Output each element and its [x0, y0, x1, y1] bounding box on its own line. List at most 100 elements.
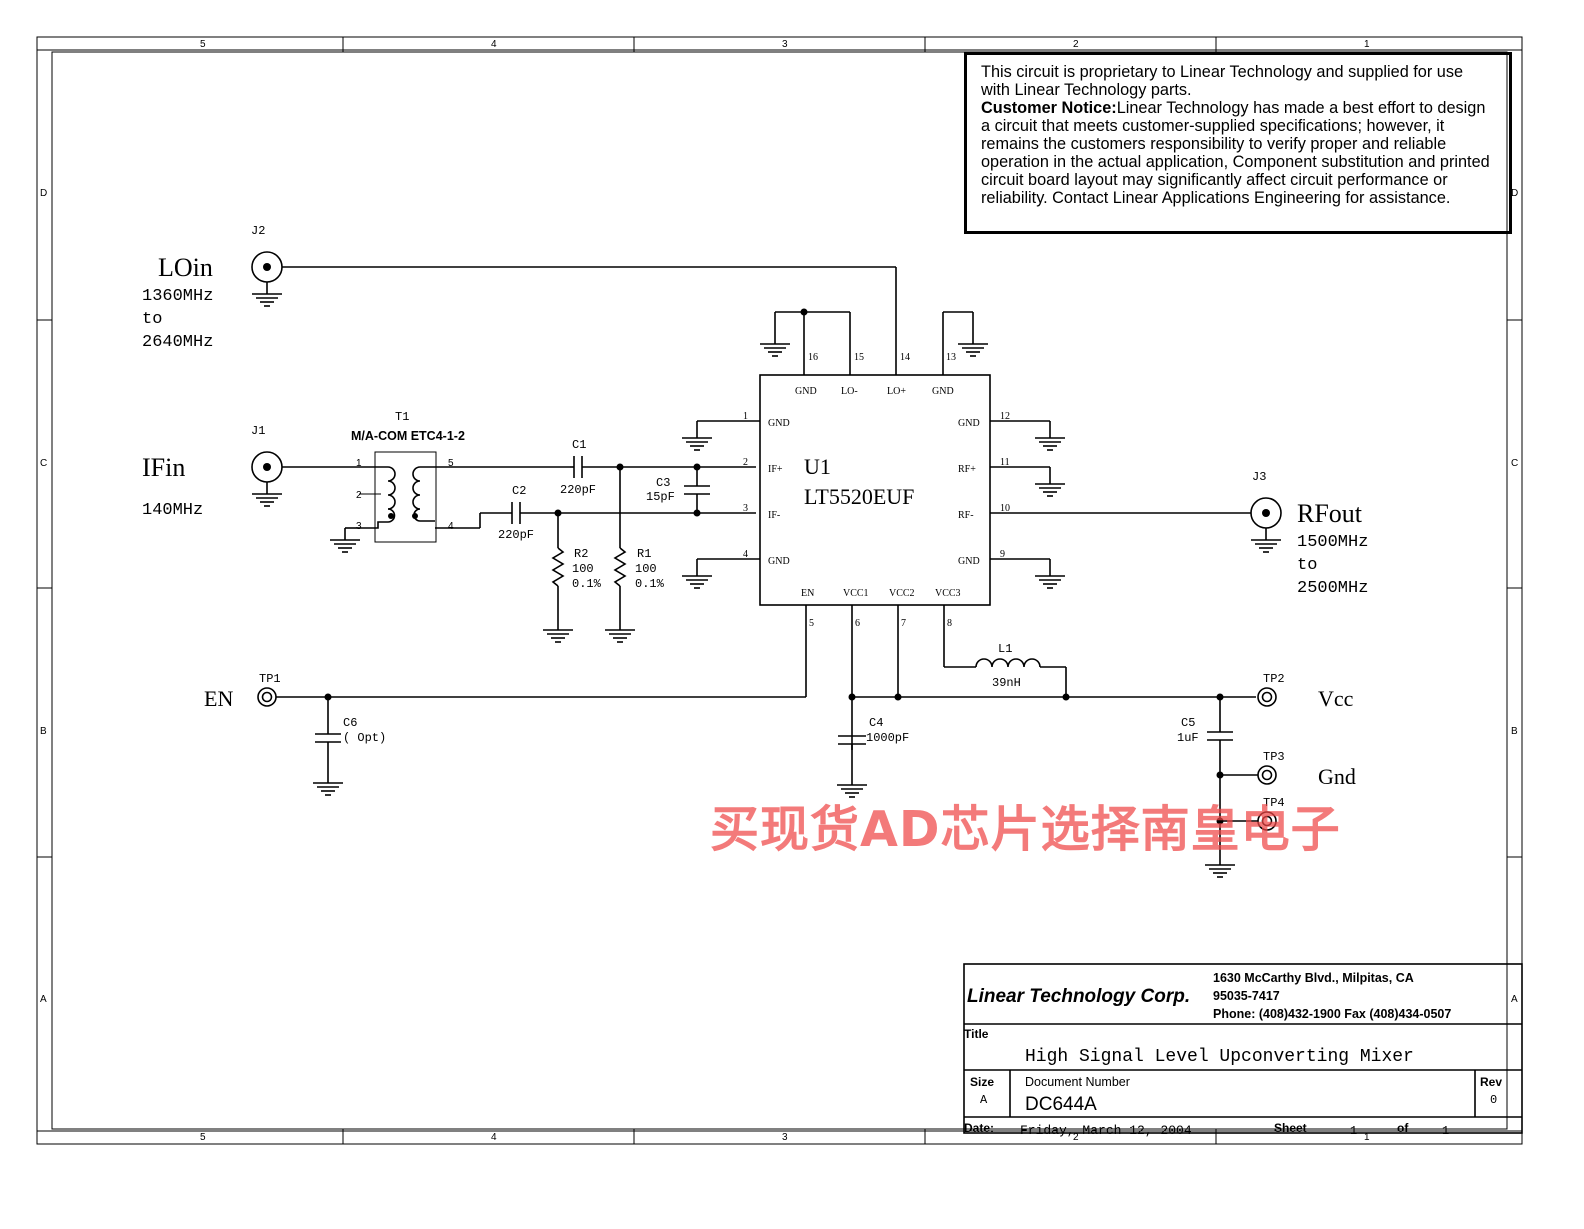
transformer-ref: T1 [395, 410, 409, 424]
rev-label: Rev [1480, 1075, 1502, 1089]
lo-connector-ref: J2 [251, 224, 265, 238]
ic-pin-name: LO- [841, 386, 858, 397]
company-name: Linear Technology Corp. [967, 986, 1190, 1007]
company-address: 1630 McCarthy Blvd., Milpitas, CA [1213, 971, 1414, 985]
c1-ref: C1 [572, 438, 586, 452]
ic-pin-name: GND [932, 386, 954, 397]
c5-value: 1uF [1177, 731, 1199, 745]
r1-ref: R1 [637, 547, 651, 561]
if-input-connector [251, 451, 378, 507]
rf-port-name: RFout [1297, 499, 1363, 528]
ic-pin-name: LO+ [887, 386, 906, 397]
lo-freq-to: to [142, 310, 162, 329]
l1-ref: L1 [998, 642, 1012, 656]
transformer-pin: 2 [356, 490, 362, 501]
sheet-total: 1 [1442, 1124, 1449, 1138]
document-number: DC644A [1025, 1094, 1097, 1115]
col-label: 1 [1364, 39, 1370, 50]
if-connector-ref: J1 [251, 424, 265, 438]
ic-pin-number: 16 [808, 352, 818, 363]
rf-freq-to: to [1297, 556, 1317, 575]
lo-freq-high: 2640MHz [142, 333, 213, 352]
row-label: C [1511, 458, 1518, 469]
col-label: 2 [1073, 1132, 1079, 1143]
row-label: B [40, 726, 47, 737]
vcc-net [836, 658, 1277, 878]
ic-pin-number: 15 [854, 352, 864, 363]
c2-ref: C2 [512, 484, 526, 498]
of-label: of [1397, 1121, 1409, 1135]
rev-value: 0 [1490, 1093, 1497, 1107]
company-zip: 95035-7417 [1213, 989, 1280, 1003]
col-label: 4 [491, 39, 497, 50]
r2-value: 100 [572, 562, 594, 576]
ic-pin-number: 4 [743, 549, 748, 560]
en-label: EN [204, 686, 233, 711]
r1-value: 100 [635, 562, 657, 576]
r1-tolerance: 0.1% [635, 577, 665, 591]
ic-pin-number: 3 [743, 503, 748, 514]
lo-port-name: LOin [158, 253, 213, 282]
size-value: A [980, 1093, 988, 1107]
capacitor-c1 [570, 456, 756, 478]
ic-pin-number: 2 [743, 457, 748, 468]
ic-pin-name: IF+ [768, 464, 783, 475]
l1-value: 39nH [992, 676, 1021, 690]
docnum-label: Document Number [1025, 1075, 1130, 1089]
vcc-label: Vcc [1318, 686, 1354, 711]
ic-pin-number: 14 [900, 352, 910, 363]
c4-value: 1000pF [866, 731, 909, 745]
ic-pin-number: 9 [1000, 549, 1005, 560]
title-label: Title [964, 1027, 989, 1041]
col-label: 2 [1073, 39, 1079, 50]
rf-freq-low: 1500MHz [1297, 533, 1368, 552]
col-label: 3 [782, 39, 788, 50]
customer-notice: This circuit is proprietary to Linear Te… [964, 52, 1512, 234]
ic-pin-name: RF- [958, 510, 974, 521]
ic-pin-number: 5 [809, 618, 814, 629]
tp2-ref: TP2 [1263, 672, 1285, 686]
row-label: B [1511, 726, 1518, 737]
tp3-ref: TP3 [1263, 750, 1285, 764]
capacitor-c2 [511, 502, 756, 524]
row-label: D [1511, 188, 1518, 199]
c3-value: 15pF [646, 490, 675, 504]
sheet-number: 1 [1350, 1124, 1357, 1138]
c1-value: 220pF [560, 483, 596, 497]
ic-ref: U1 [804, 454, 831, 479]
capacitor-c3 [684, 463, 710, 517]
date-label: Date: [964, 1121, 994, 1135]
col-label: 4 [491, 1132, 497, 1143]
notice-body: Linear Technology has made a best effort… [981, 99, 1490, 207]
lo-input-connector [251, 251, 897, 375]
size-label: Size [970, 1075, 994, 1089]
watermark-text: 买现货AD芯片选择南皇电子 [710, 801, 1341, 858]
ic-pin-number: 12 [1000, 411, 1010, 422]
ic-pin-name: GND [795, 386, 817, 397]
transformer-part: M/A-COM ETC4-1-2 [351, 429, 465, 443]
transformer-pin: 1 [356, 458, 362, 469]
ic-pin-name: RF+ [958, 464, 976, 475]
notice-intro: This circuit is proprietary to Linear Te… [981, 63, 1464, 99]
row-label: D [40, 188, 47, 199]
col-label: 5 [200, 39, 206, 50]
c2-value: 220pF [498, 528, 534, 542]
rf-output-connector [1250, 497, 1282, 553]
ic-pin-number: 6 [855, 618, 860, 629]
ic-pin-name: EN [801, 588, 814, 599]
resistor-r1 [604, 463, 636, 643]
ic-pin-number: 1 [743, 411, 748, 422]
ic-u1 [681, 308, 1251, 750]
drawing-title: High Signal Level Upconverting Mixer [1025, 1047, 1414, 1067]
title-block [963, 963, 1523, 1134]
ic-pin-name: IF- [768, 510, 780, 521]
resistor-r2 [542, 509, 574, 643]
if-port-name: IFin [142, 453, 185, 482]
ic-pin-name: GND [958, 556, 980, 567]
gnd-label: Gnd [1318, 764, 1356, 789]
lo-freq-low: 1360MHz [142, 287, 213, 306]
ic-pin-number: 7 [901, 618, 906, 629]
rf-freq-high: 2500MHz [1297, 579, 1368, 598]
ic-pin-name: GND [768, 418, 790, 429]
